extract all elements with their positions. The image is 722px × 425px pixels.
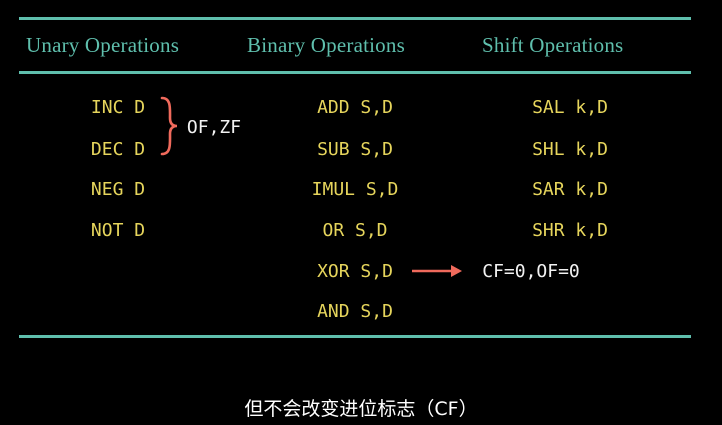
header-shift: Shift Operations [482,33,624,57]
binary-op-and: AND S,D [317,301,393,322]
binary-op-add: ADD S,D [317,97,393,118]
binary-op-sub: SUB S,D [317,139,393,160]
top-rule [19,17,691,20]
right-brace-icon [160,96,178,156]
unary-op-not: NOT D [90,220,146,241]
unary-flags-note: OF,ZF [186,117,242,138]
unary-op-dec: DEC D [90,139,146,160]
header-rule [19,71,691,74]
subtitle-caption: 但不会改变进位标志（CF） [244,398,478,420]
shift-op-shr: SHR k,D [532,220,608,241]
header-binary: Binary Operations [247,33,405,57]
header-unary: Unary Operations [26,33,180,57]
binary-op-imul: IMUL S,D [311,179,399,200]
bottom-rule [19,335,691,338]
unary-op-inc: INC D [90,97,146,118]
arrow-right-icon [412,265,462,277]
binary-op-xor: XOR S,D [317,261,393,282]
logic-flags-note: CF=0,OF=0 [482,261,580,282]
shift-op-shl: SHL k,D [532,139,608,160]
binary-op-or: OR S,D [322,220,388,241]
unary-op-neg: NEG D [90,179,146,200]
shift-op-sal: SAL k,D [532,97,608,118]
shift-op-sar: SAR k,D [532,179,608,200]
